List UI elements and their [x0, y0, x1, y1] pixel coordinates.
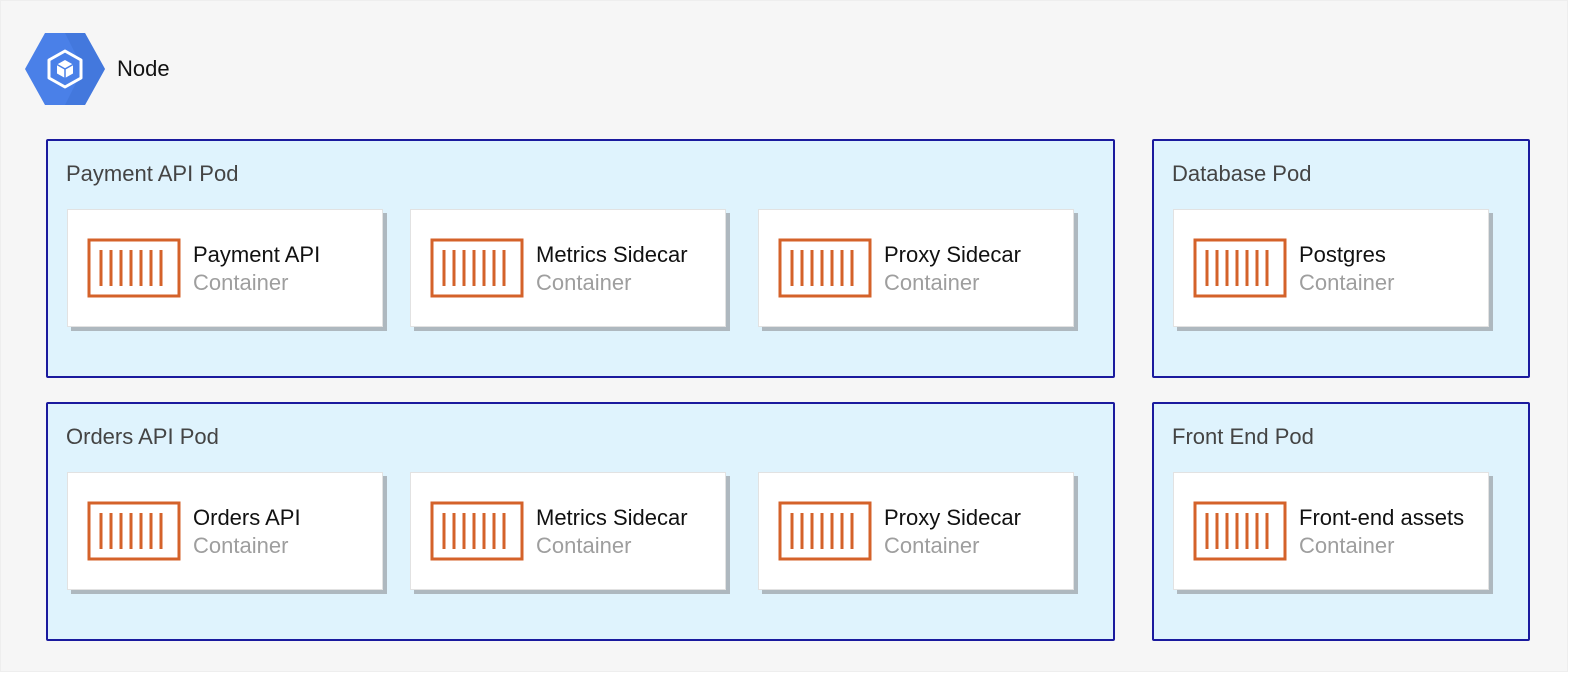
container-icon — [1193, 501, 1287, 561]
container-type: Container — [536, 270, 632, 295]
container-card-proxy-sidecar: Proxy Sidecar Container — [758, 209, 1074, 327]
container-card-orders-api: Orders API Container — [67, 472, 383, 590]
container-icon — [430, 238, 524, 298]
container-card-front-end-assets: Front-end assets Container — [1173, 472, 1489, 590]
container-type: Container — [1299, 533, 1395, 558]
container-icon — [778, 501, 872, 561]
container-type: Container — [536, 533, 632, 558]
container-name: Payment API — [193, 242, 321, 267]
container-name: Proxy Sidecar — [884, 505, 1021, 530]
container-icon — [87, 238, 181, 298]
diagram-canvas: Node Payment API Pod Payment API Contain… — [0, 0, 1568, 672]
compute-engine-icon — [25, 33, 105, 105]
container-name: Metrics Sidecar — [536, 242, 688, 267]
container-card-postgres: Postgres Container — [1173, 209, 1489, 327]
container-card-payment-api: Payment API Container — [67, 209, 383, 327]
container-name: Orders API — [193, 505, 301, 530]
pod-front-end: Front End Pod Front-end assets Container — [1152, 402, 1530, 641]
container-icon — [778, 238, 872, 298]
pod-title: Payment API Pod — [66, 161, 239, 186]
container-type: Container — [884, 270, 980, 295]
pod-database: Database Pod Postgres Container — [1152, 139, 1530, 378]
container-card-metrics-sidecar: Metrics Sidecar Container — [410, 209, 726, 327]
node-title: Node — [117, 56, 170, 81]
pod-title: Front End Pod — [1172, 424, 1314, 449]
container-type: Container — [1299, 270, 1395, 295]
container-icon — [1193, 238, 1287, 298]
container-type: Container — [193, 270, 289, 295]
container-type: Container — [884, 533, 980, 558]
pod-orders-api: Orders API Pod Orders API Container — [46, 402, 1115, 641]
container-name: Postgres — [1299, 242, 1386, 267]
node-header: Node — [25, 29, 170, 109]
container-icon — [87, 501, 181, 561]
container-name: Proxy Sidecar — [884, 242, 1021, 267]
container-name: Metrics Sidecar — [536, 505, 688, 530]
container-name: Front-end assets — [1299, 505, 1465, 530]
container-card-proxy-sidecar: Proxy Sidecar Container — [758, 472, 1074, 590]
pod-title: Orders API Pod — [66, 424, 219, 449]
pod-payment-api: Payment API Pod Payment API Container — [46, 139, 1115, 378]
container-card-metrics-sidecar: Metrics Sidecar Container — [410, 472, 726, 590]
container-type: Container — [193, 533, 289, 558]
container-icon — [430, 501, 524, 561]
pod-title: Database Pod — [1172, 161, 1312, 186]
